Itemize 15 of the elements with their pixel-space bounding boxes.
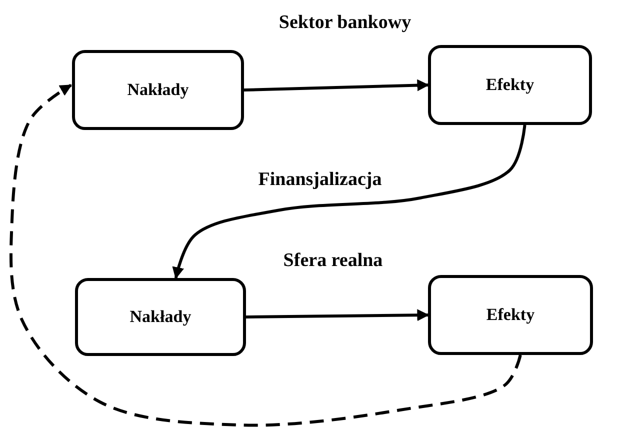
process-box bbox=[72, 50, 244, 130]
dashed-arrow bbox=[10, 84, 522, 427]
node-label: Nakłady bbox=[130, 307, 192, 327]
node-label: Efekty bbox=[486, 305, 535, 325]
process-box bbox=[75, 278, 246, 356]
arrow bbox=[246, 309, 430, 322]
section-heading: Sektor bankowy bbox=[278, 12, 412, 34]
node-label: Efekty bbox=[486, 75, 534, 95]
process-box bbox=[428, 45, 592, 125]
arrow bbox=[172, 124, 526, 280]
arrow bbox=[244, 79, 430, 92]
section-heading: Sfera realna bbox=[283, 250, 383, 272]
edge-label: Finansjalizacja bbox=[256, 169, 384, 191]
node-label: Nakłady bbox=[127, 80, 189, 100]
process-box bbox=[428, 275, 593, 355]
